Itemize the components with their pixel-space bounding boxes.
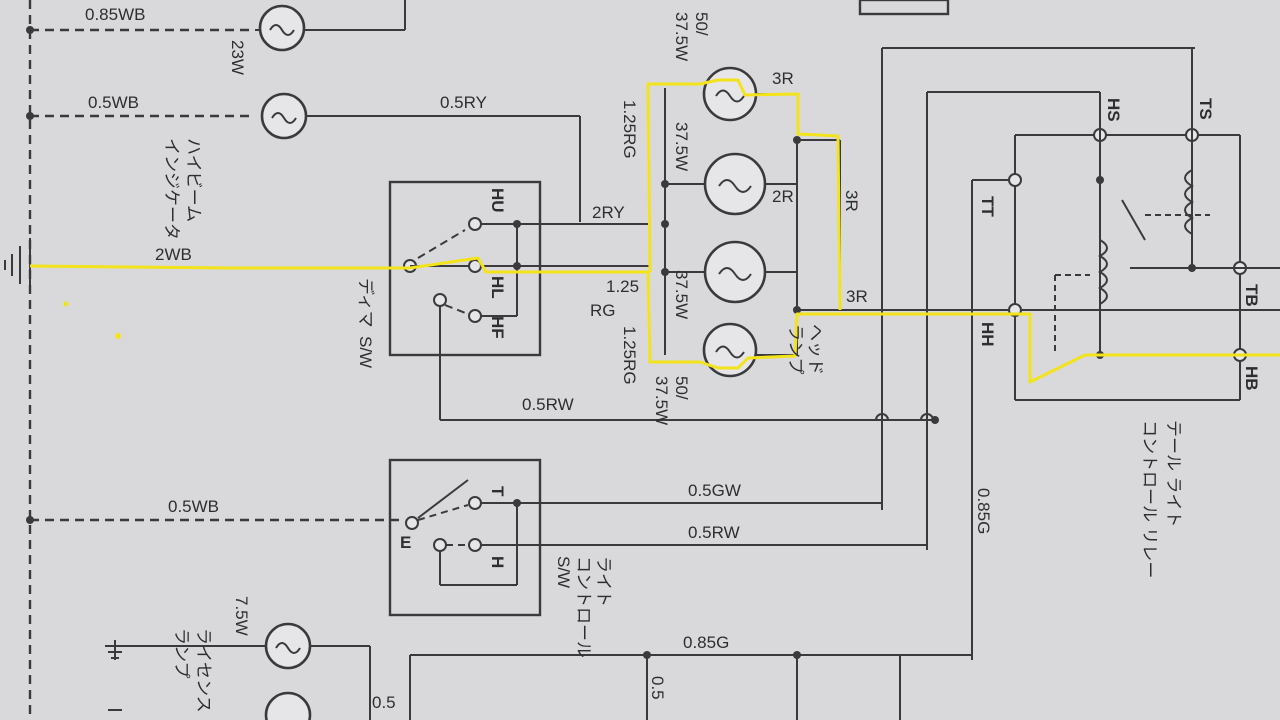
lamp-rating: 50/ [672, 376, 691, 400]
terminal-label: T [488, 486, 507, 497]
lamp-rating: 37.5W [672, 122, 691, 171]
wire-label: 0.5 [372, 693, 396, 712]
terminal-label: HH [978, 322, 997, 347]
hi-beam-indicator-label: ハイビーム [183, 138, 203, 222]
wire-labels: 0.85WB 0.5WB 0.5RY 2WB 2RY 1.25 RG 1.25R… [85, 5, 993, 712]
wire-label: 1.25 [606, 277, 639, 296]
tail-relay-label: テール ライト [1163, 420, 1183, 527]
ground-symbol [4, 238, 31, 292]
terminal-label: TS [1196, 98, 1215, 120]
wire-label: 0.5RY [440, 93, 487, 112]
highlighted-circuit [29, 78, 1280, 384]
top-lamp [255, 0, 406, 52]
hi-beam-indicator-label: インジケータ [161, 138, 181, 240]
terminal-label: TB [1242, 284, 1261, 307]
light-control-switch-label: S/W [554, 556, 573, 588]
lamp-rating: 37.5W [672, 12, 691, 61]
headlamp-label: ランプ [785, 324, 805, 375]
license-lamp-label: ランプ [171, 628, 191, 679]
wire-label: 2WB [155, 245, 192, 264]
terminal-label: HB [1242, 366, 1261, 391]
wire-label: 0.5RW [522, 395, 574, 414]
wire-label: 0.85WB [85, 5, 145, 24]
wire-label: 3R [842, 190, 861, 212]
lamp-rating: 37.5W [652, 376, 671, 425]
terminal-label: E [400, 533, 411, 552]
wire-label: 1.25RG [620, 100, 639, 159]
light-control-switch [388, 458, 927, 617]
wire-label: 2R [772, 187, 794, 206]
light-control-switch-label: ライト [593, 556, 613, 607]
wire-label: 0.85G [974, 488, 993, 534]
lamp-rating: 7.5W [232, 596, 251, 636]
headlamp-label: ヘッド [805, 324, 825, 375]
wire-label: 0.5WB [88, 93, 139, 112]
license-lamp [105, 0, 972, 720]
wire-label: 3R [846, 287, 868, 306]
component-labels: ディマ S/W ハイビーム インジケータ ヘッド ランプ ライト コントロール … [161, 138, 1183, 713]
terminal-label: TT [978, 196, 997, 217]
wire-label: 0.85G [683, 633, 729, 652]
terminal-labels: HU HL HF T H E HS TS TT HH TB HB [400, 98, 1261, 568]
lamp-rating: 23W [228, 40, 247, 75]
light-control-switch-label: コントロール [573, 556, 593, 658]
terminal-label: HU [488, 188, 507, 213]
dimmer-switch-label: S/W [356, 336, 375, 368]
headlamps [661, 66, 1280, 378]
wire-label: 3R [772, 69, 794, 88]
lamp-ratings: 23W 50/ 37.5W 37.5W 37.5W 50/ 37.5W 7.5W [228, 12, 711, 636]
wire-label: 0.5RW [688, 523, 740, 542]
ground-bus [26, 0, 400, 720]
terminal-label: HL [488, 276, 507, 299]
license-lamp-label: ライセンス [193, 628, 213, 713]
wire-label: RG [590, 301, 616, 320]
tail-relay-label: コントロール リレー [1139, 420, 1159, 578]
wire-label: 0.5GW [688, 481, 741, 500]
tail-light-relay [1008, 48, 1280, 401]
terminal-label: H [488, 556, 507, 568]
wire-label: 1.25RG [620, 326, 639, 385]
lamp-rating: 50/ [692, 12, 711, 36]
wire-label: 0.5WB [168, 497, 219, 516]
wire-label: 0.5 [648, 676, 667, 700]
dimmer-switch-label: ディマ [355, 278, 376, 328]
hi-beam-indicator-lamp [260, 92, 581, 222]
lamp-rating: 37.5W [672, 270, 691, 319]
wire-label: 2RY [592, 203, 625, 222]
terminal-label: HF [488, 316, 507, 339]
terminal-label: HS [1104, 98, 1123, 122]
trunk-wires [875, 47, 1195, 660]
